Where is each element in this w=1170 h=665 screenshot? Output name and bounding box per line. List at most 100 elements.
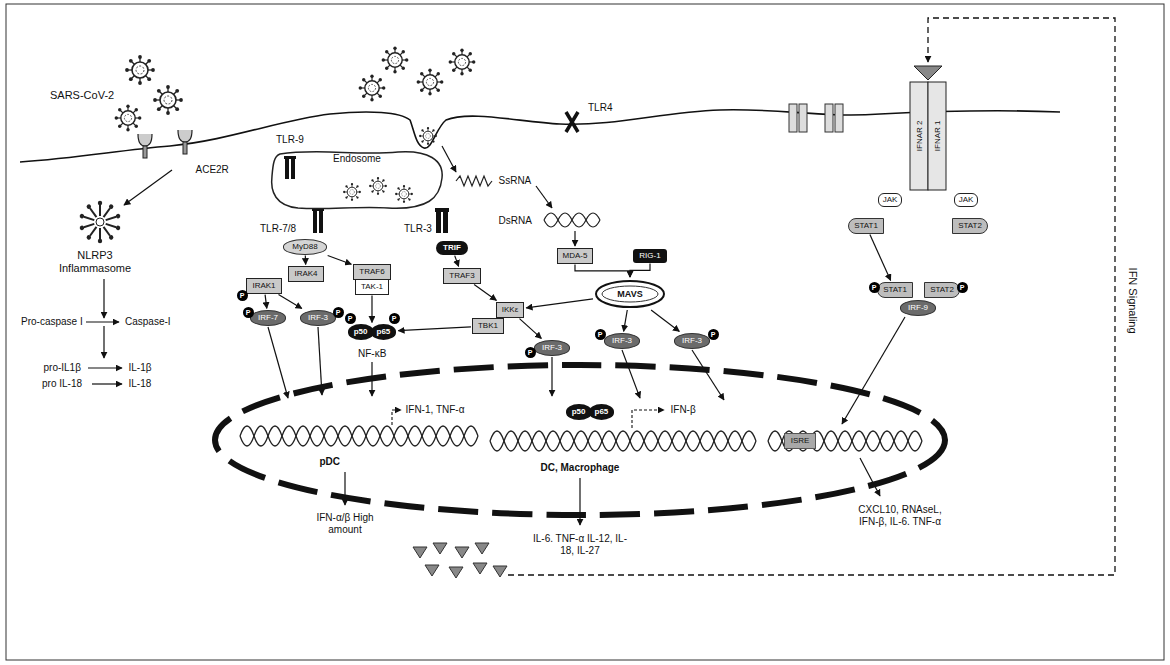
phospho-mark: P [243,307,254,318]
irf-oval: IRF-7 [250,310,286,325]
pathway-arrow [536,186,552,208]
dna-helix [768,431,922,451]
ifn-feedback-loop [508,18,1115,575]
pathway-arrow [551,357,552,396]
pathway-arrow [124,170,172,205]
tlr-receptor [284,156,296,159]
node-text: Endosome [268,148,446,165]
node-text: IRAK4 [294,269,317,278]
virus-particle [125,55,155,85]
mitochondrion-membrane [602,286,658,302]
kinase-box: IKKε [496,302,524,317]
irf-oval: IRF-3 [604,333,640,348]
node-text: JAK [959,195,974,204]
pathway-name: IFN Signaling [1125,267,1138,333]
inflammasome-icon [104,227,110,236]
rna-label: SsRNA [499,175,532,187]
node-text: IRF-7 [258,313,278,322]
pathway-arrow [103,326,104,358]
stat-shape: STAT2 [952,218,988,233]
kinase-box: IRAK1 [246,278,281,293]
gene-name: IFN-1, TNF-α [406,404,465,416]
kinase-box: JAK [878,193,903,206]
mitochondrion-outline [596,281,664,307]
phospho-mark: P [345,313,356,324]
output-list: IL-6. TNF-α IL-12, IL-18, IL-27 [530,533,630,557]
ace2-receptor [143,146,147,158]
signal-arrow [630,264,650,277]
ifn-molecule [413,547,427,558]
ifn-molecule [425,565,439,576]
cytokine-name: pro IL-18 [42,378,82,390]
kinase-box: JAK [954,193,979,206]
receptor-name: TLR-7/8 [260,223,296,235]
node-text: JAK [883,195,898,204]
cell-type: pDC [320,456,341,468]
node-text: IRAK1 [252,281,275,290]
node-text: TRAF6 [359,267,384,276]
sensor-box: RIG-1 [633,249,666,262]
rna-label: DsRNA [499,215,532,227]
pathway-arrow [692,350,724,400]
virus-particle [395,185,413,203]
node-text: STAT1 [883,285,907,294]
receptor-name: ACE2R [196,164,229,176]
ifn-receptor [789,104,797,132]
node-text: MDA-5 [563,251,588,260]
signal-arrow [526,299,593,308]
receptor-name: TLR4 [588,102,612,114]
signal-arrow [265,295,267,309]
node-text: RIG-1 [639,251,660,260]
tlr-receptor [312,208,324,233]
tlr-receptor [285,157,289,179]
ifn-molecule [473,563,487,574]
ifn-receptor [910,82,928,190]
inflammasome-icon [86,234,92,240]
stat-shape: STAT1 [848,218,884,233]
inflammasome-icon [115,225,121,231]
cytokine-name: IL-1β [129,362,152,374]
node-text: TAK-1 [361,282,383,291]
ace2-receptor [138,134,152,146]
node-text: TRIF [443,243,461,252]
tlr-receptor [566,112,578,132]
signal-arrow [474,285,496,301]
virus-particle [417,69,444,96]
ace2-receptor [178,130,192,142]
inflammasome-icon [98,239,102,243]
node-text: p50 [566,404,592,419]
phospho-mark: P [237,290,248,301]
node-text: STAT1 [854,221,878,230]
cell-membrane [20,110,1060,162]
stat-shape: STAT1 [877,282,913,297]
cytokine-name: IL-18 [129,378,152,390]
pathway-arrow [86,321,119,322]
dna-helix [490,431,756,451]
output-list: CXCL10, RNAseL, IFN-β, IL-6. TNF-α [848,504,953,528]
virus-particle [343,183,361,201]
nfkb-complex: p50p65 [348,324,397,339]
node-text: IRF-9 [908,303,928,312]
tlr-receptor [291,157,295,179]
virus-name: SARS-CoV-2 [50,89,114,102]
node-text: MAVS [617,289,642,299]
dna-helix [490,431,756,451]
virus-particle [382,47,409,74]
cytokine-name: pro-IL1β [44,362,81,374]
inflammasome-icon [84,205,116,239]
inflammasome-icon [99,205,101,216]
inflammasome-icon [108,234,114,240]
ifn-receptor [825,104,833,132]
ifn-molecule [449,567,463,578]
ifn-receptor [914,66,942,80]
inflammasome-icon [79,225,85,231]
inflammasome-icon [79,201,121,243]
ifn-receptor [835,104,843,132]
inflammasome-icon [86,204,92,210]
transcription-arrow [632,410,664,428]
tlr-receptor [443,209,448,233]
phospho-mark: P [957,282,968,293]
virus-particle [115,105,142,132]
adaptor-box: TRAF3 [443,268,480,283]
